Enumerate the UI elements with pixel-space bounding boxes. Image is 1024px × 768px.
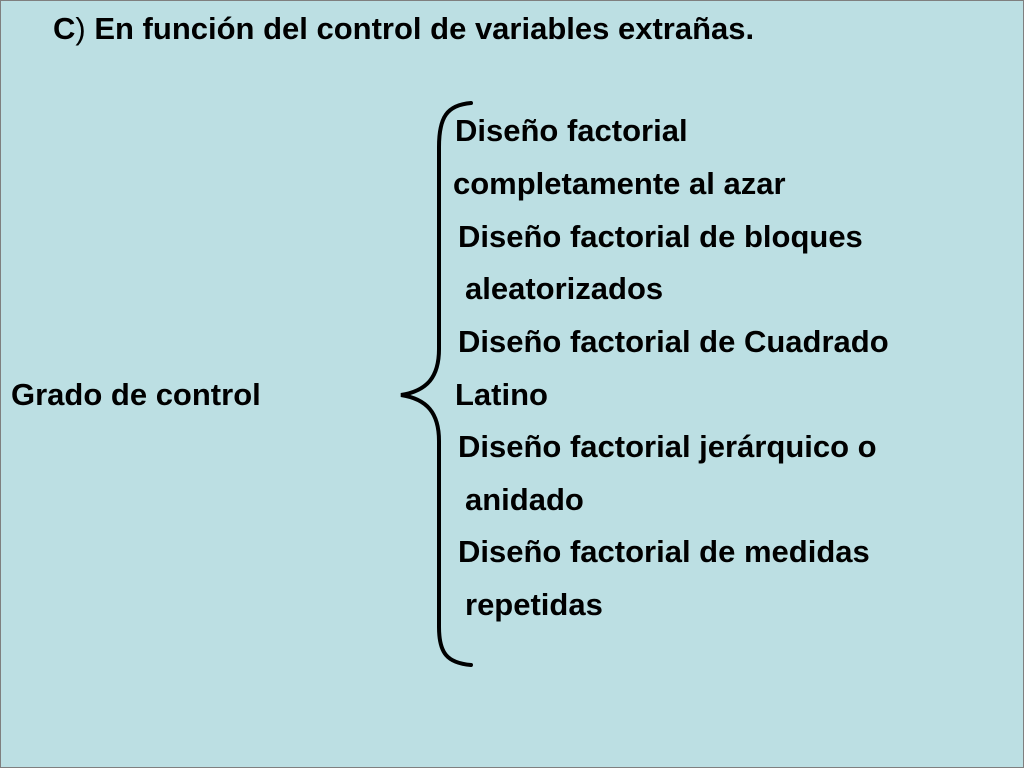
title-paren: ) (75, 11, 86, 46)
curly-brace (400, 101, 473, 667)
slide-title: C) En función del control de variables e… (53, 9, 754, 49)
title-text: En función del control de variables extr… (85, 11, 755, 46)
design-1-line-2: completamente al azar (453, 166, 786, 201)
design-4-line-1: Diseño factorial jerárquico o (458, 429, 877, 464)
design-3-line-1: Diseño factorial de Cuadrado (458, 324, 889, 359)
title-letter: C (53, 11, 76, 46)
design-4-line-2: anidado (465, 482, 584, 517)
design-3-line-2: Latino (455, 377, 548, 412)
design-1-line-1: Diseño factorial (455, 113, 688, 148)
design-2-line-1: Diseño factorial de bloques (458, 219, 863, 254)
design-5-line-2: repetidas (465, 587, 603, 622)
design-2-line-2: aleatorizados (465, 271, 664, 306)
design-5-line-1: Diseño factorial de medidas (458, 534, 870, 569)
control-degree-label: Grado de control (11, 377, 261, 412)
